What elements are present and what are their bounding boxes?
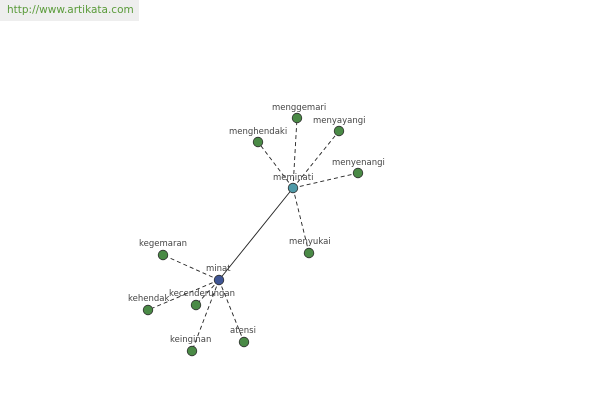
node-menghendaki[interactable]: menghendaki <box>229 127 287 148</box>
node-menggemari[interactable]: menggemari <box>272 103 326 124</box>
node-label-keinginan: keinginan <box>170 335 211 345</box>
node-dot-meminati[interactable] <box>287 182 299 194</box>
edge-minat-kehendak <box>147 279 220 311</box>
node-keinginan[interactable]: keinginan <box>170 335 211 357</box>
node-dot-kehendak[interactable] <box>142 304 154 316</box>
edge-meminati-menggemari <box>292 117 298 189</box>
node-label-menyukai: menyukai <box>289 237 331 247</box>
node-label-menggemari: menggemari <box>272 103 326 113</box>
node-label-menyayangi: menyayangi <box>313 116 366 126</box>
node-dot-menyenangi[interactable] <box>352 167 364 179</box>
edge-layer <box>147 117 359 352</box>
node-dot-keinginan[interactable] <box>186 345 198 357</box>
node-label-menyenangi: menyenangi <box>332 158 385 168</box>
edge-meminati-menghendaki <box>257 141 294 189</box>
node-label-atensi: atensi <box>230 326 256 336</box>
node-label-kecenderungan: kecenderungan <box>169 289 235 299</box>
node-label-menghendaki: menghendaki <box>229 127 287 137</box>
node-dot-minat[interactable] <box>213 274 225 286</box>
node-menyenangi[interactable]: menyenangi <box>332 158 385 179</box>
edge-minat-kegemaran <box>162 254 220 281</box>
node-menyukai[interactable]: menyukai <box>289 237 331 259</box>
node-meminati[interactable]: meminati <box>273 173 313 194</box>
node-dot-menyayangi[interactable] <box>333 125 345 137</box>
node-layer: minat meminati menggemari menyayangi menghen… <box>128 103 385 357</box>
node-dot-kecenderungan[interactable] <box>190 299 202 311</box>
node-dot-menggemari[interactable] <box>291 112 303 124</box>
edge-minat-keinginan <box>191 279 220 352</box>
edge-minat-meminati <box>218 187 294 281</box>
edge-meminati-menyayangi <box>292 130 340 189</box>
node-label-kegemaran: kegemaran <box>139 239 187 249</box>
node-kecenderungan[interactable]: kecenderungan <box>169 289 235 311</box>
node-minat[interactable]: minat <box>206 264 231 286</box>
node-dot-kegemaran[interactable] <box>157 249 169 261</box>
node-label-kehendak: kehendak <box>128 294 169 304</box>
node-atensi[interactable]: atensi <box>230 326 256 348</box>
watermark-url: http://www.artikata.com <box>0 0 139 21</box>
node-kehendak[interactable]: kehendak <box>128 294 169 316</box>
node-menyayangi[interactable]: menyayangi <box>313 116 366 137</box>
node-dot-menyukai[interactable] <box>303 247 315 259</box>
node-kegemaran[interactable]: kegemaran <box>139 239 187 261</box>
node-dot-menghendaki[interactable] <box>252 136 264 148</box>
node-dot-atensi[interactable] <box>238 336 250 348</box>
edge-minat-kecenderungan <box>195 279 220 306</box>
node-label-minat: minat <box>206 264 231 274</box>
node-label-meminati: meminati <box>273 173 313 183</box>
